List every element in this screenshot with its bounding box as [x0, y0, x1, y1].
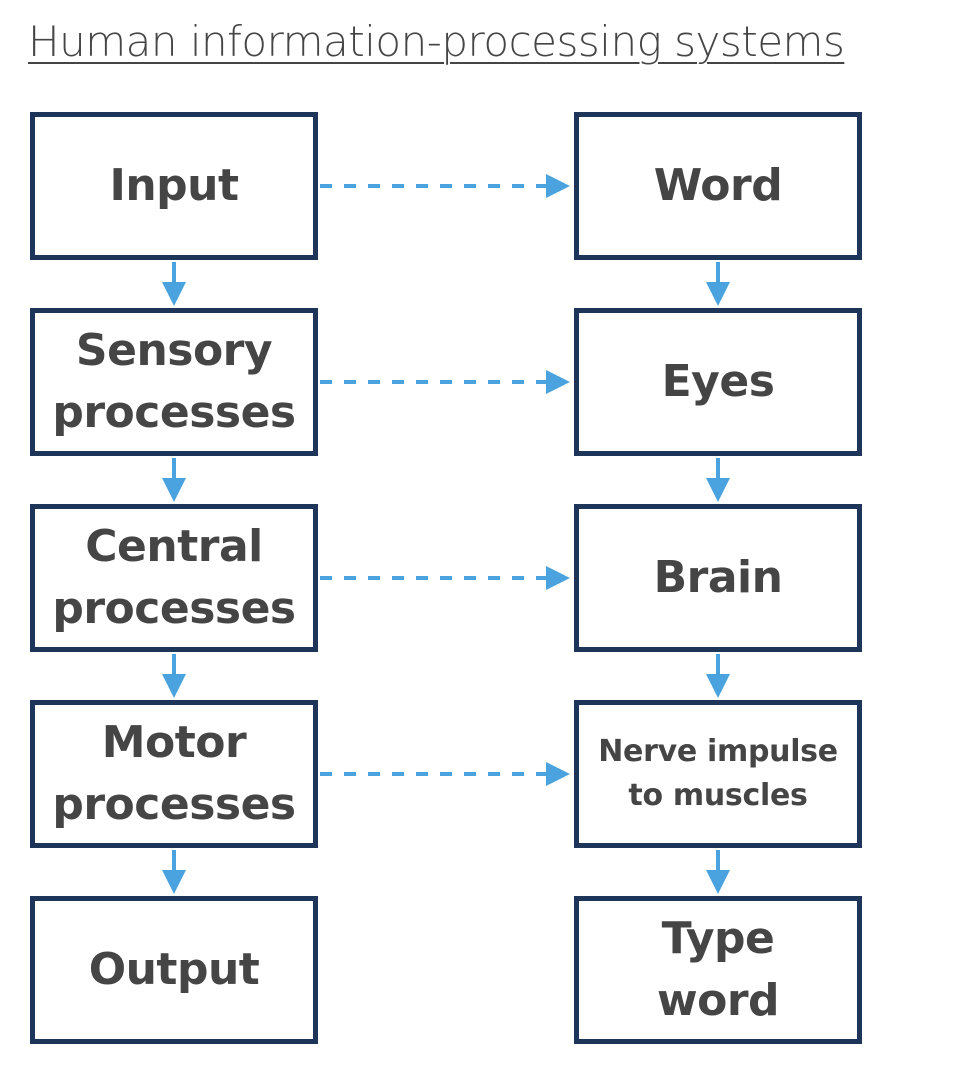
- box-nerve-impulse: Nerve impulse to muscles: [574, 700, 862, 848]
- box-output: Output: [30, 896, 318, 1044]
- mapping-arrows: [320, 174, 570, 786]
- box-eyes: Eyes: [574, 308, 862, 456]
- box-motor-processes: Motor processes: [30, 700, 318, 848]
- box-sensory-processes: Sensory processes: [30, 308, 318, 456]
- box-type-word: Type word: [574, 896, 862, 1044]
- diagram-title: Human information-processing systems: [28, 17, 845, 66]
- box-central-processes: Central processes: [30, 504, 318, 652]
- box-brain: Brain: [574, 504, 862, 652]
- box-word: Word: [574, 112, 862, 260]
- box-input: Input: [30, 112, 318, 260]
